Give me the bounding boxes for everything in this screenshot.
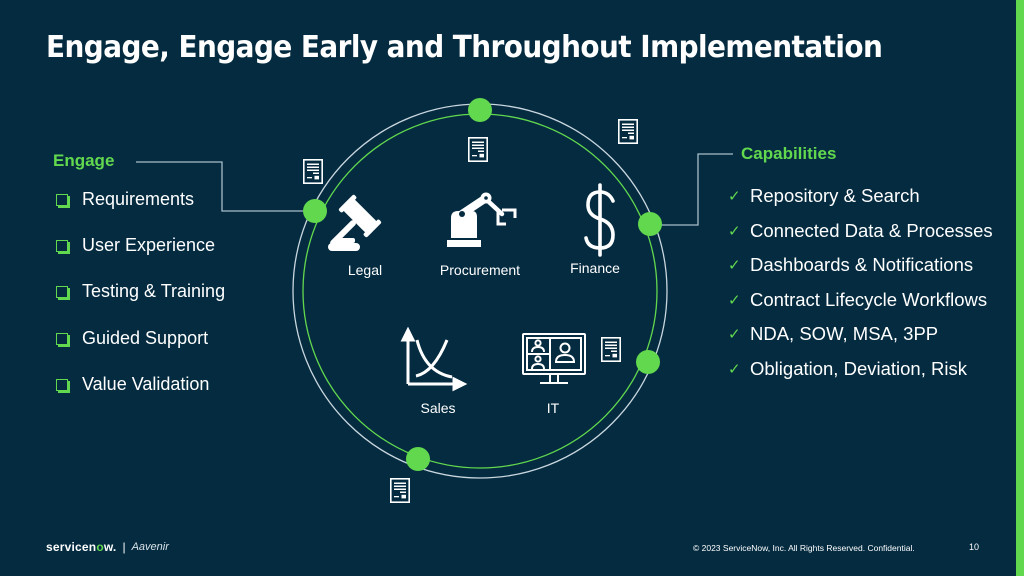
aavenir-logo: Aavenir: [131, 541, 169, 553]
chart-icon: [400, 326, 468, 392]
dept-label-procurement: Procurement: [439, 262, 521, 278]
footer-logos: servicenow. | Aavenir: [46, 540, 169, 554]
ring-dot: [638, 212, 662, 236]
capability-item: ✓ Dashboards & Notifications: [728, 254, 993, 289]
engage-item: Value Validation: [56, 374, 225, 420]
dept-label-sales: Sales: [420, 400, 456, 416]
engage-item: Guided Support: [56, 328, 225, 374]
checkbox-icon: [56, 332, 68, 345]
checkmark-icon: ✓: [728, 257, 741, 275]
checkmark-icon: ✓: [728, 222, 741, 240]
engage-item: User Experience: [56, 235, 225, 281]
checkbox-icon: [56, 194, 68, 206]
engage-heading: Engage: [53, 151, 115, 170]
checkmark-icon: ✓: [728, 188, 741, 205]
document-icon: [389, 477, 411, 504]
checkmark-icon: ✓: [728, 360, 741, 378]
logo-separator: |: [122, 540, 126, 554]
engage-item-label: Testing & Training: [82, 281, 226, 302]
capability-item: ✓ Repository & Search: [728, 185, 993, 220]
document-icon: [467, 137, 489, 162]
slide-title: Engage, Engage Early and Throughout Impl…: [46, 30, 883, 65]
capability-item: ✓ Connected Data & Processes: [728, 220, 993, 255]
checkbox-icon: [56, 378, 68, 391]
ring-dot: [406, 447, 430, 471]
video-conference-monitor-icon: [522, 333, 586, 384]
accent-bar: [1016, 0, 1024, 576]
capability-item-label: Connected Data & Processes: [750, 219, 993, 241]
capability-item: ✓ Obligation, Deviation, Risk: [728, 358, 993, 393]
ring-dot: [636, 350, 660, 374]
capabilities-heading: Capabilities: [741, 144, 837, 163]
engage-connector: [136, 161, 305, 212]
gavel-icon: [328, 194, 382, 251]
engage-item: Testing & Training: [56, 281, 225, 327]
capability-item: ✓ NDA, SOW, MSA, 3PP: [728, 323, 993, 358]
document-icon: [617, 119, 639, 144]
engage-item-label: User Experience: [82, 235, 216, 256]
engage-item: Requirements: [56, 189, 225, 235]
page-number: 10: [969, 542, 980, 552]
document-icon: [600, 336, 622, 363]
robot-arm-icon: [447, 192, 517, 247]
outer-ring: [292, 103, 668, 479]
ring-dot: [303, 199, 327, 223]
copyright-notice: © 2023 ServiceNow, Inc. All Rights Reser…: [693, 543, 915, 553]
capability-item-label: Obligation, Deviation, Risk: [750, 357, 967, 379]
checkmark-icon: ✓: [728, 326, 741, 344]
ring-dot: [468, 98, 492, 122]
capability-item-label: Dashboards & Notifications: [750, 254, 974, 276]
capability-item: ✓ Contract Lifecycle Workflows: [728, 289, 993, 324]
document-icon: [302, 159, 324, 184]
engage-item-label: Guided Support: [82, 327, 209, 348]
servicenow-logo: servicenow.: [46, 540, 117, 554]
checkbox-icon: [56, 286, 68, 299]
capability-item-label: Contract Lifecycle Workflows: [750, 288, 988, 310]
checkmark-icon: ✓: [728, 291, 741, 309]
capabilities-list: ✓ Repository & Search ✓ Connected Data & P…: [728, 185, 993, 393]
capabilities-connector: [660, 153, 733, 226]
capability-item-label: NDA, SOW, MSA, 3PP: [750, 323, 939, 345]
dept-label-legal: Legal: [347, 262, 383, 278]
checkbox-icon: [56, 240, 68, 253]
engage-list: Requirements User Experience Testing & T…: [56, 189, 225, 420]
capability-item-label: Repository & Search: [750, 185, 920, 206]
engage-item-label: Value Validation: [82, 373, 210, 394]
dept-label-it: IT: [546, 400, 560, 416]
dept-label-finance: Finance: [570, 260, 620, 276]
dollar-icon: [584, 183, 615, 257]
engage-item-label: Requirements: [82, 189, 195, 209]
